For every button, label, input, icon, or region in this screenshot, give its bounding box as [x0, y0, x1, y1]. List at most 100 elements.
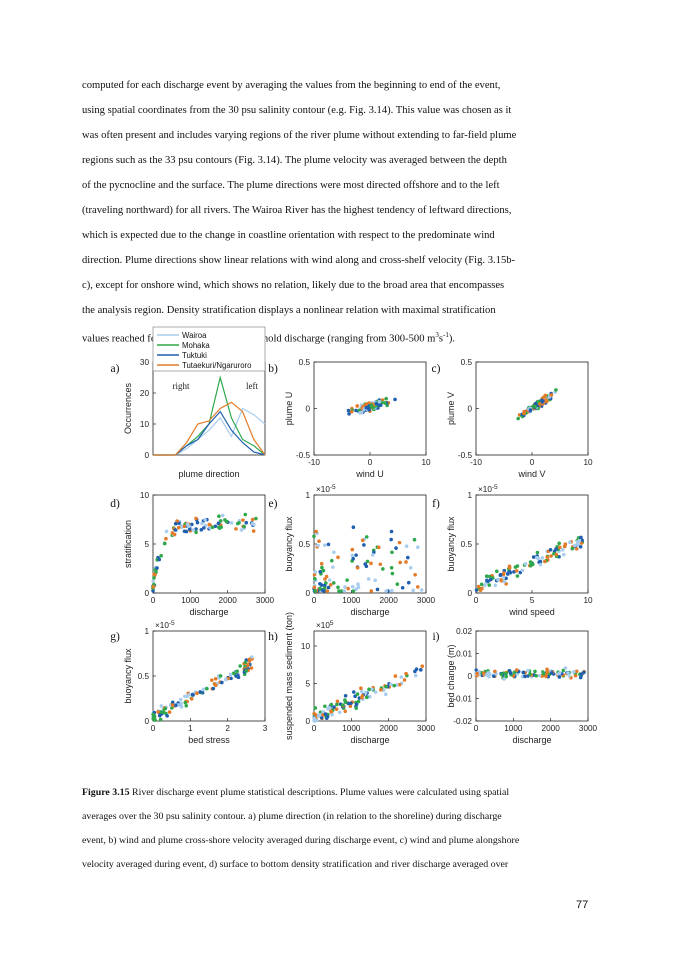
y-axis-label: Occurrences [123, 382, 133, 434]
scatter-point [419, 668, 423, 672]
scatter-point [528, 408, 533, 412]
x-tick-label: 0 [312, 724, 317, 733]
scatter-point [249, 655, 254, 659]
x-axis-label: wind speed [508, 607, 555, 617]
scatter-point [164, 536, 168, 541]
axis-multiplier: ×10-5 [478, 484, 498, 494]
scatter-point [165, 714, 169, 718]
scatter-point [346, 408, 351, 413]
panel-label: h) [268, 631, 278, 643]
scatter-point [313, 570, 318, 574]
scatter-point [217, 514, 221, 518]
scatter-point [557, 545, 562, 550]
scatter-point [487, 671, 492, 676]
scatter-point [579, 535, 583, 540]
scatter-point [498, 572, 503, 577]
x-tick-label: 0 [474, 596, 479, 605]
scatter-point [392, 683, 396, 688]
scatter-point [528, 672, 532, 676]
scatter-point [365, 559, 370, 564]
y-tick-label: 0 [467, 672, 472, 681]
body-line: using spatial coordinates from the 30 ps… [82, 105, 512, 116]
scatter-point [390, 571, 395, 576]
scatter-point [535, 550, 540, 555]
scatter-point [163, 706, 168, 711]
scatter-point [549, 554, 553, 558]
scatter-point [244, 520, 249, 525]
scatter-point [412, 537, 417, 542]
scatter-point [541, 671, 546, 676]
page-number: 77 [576, 899, 589, 911]
body-text: computed for each discharge event by ave… [82, 73, 594, 352]
scatter-point [535, 555, 539, 560]
scatter-point [346, 586, 350, 591]
scatter-point [574, 669, 579, 674]
x-axis-label: wind V [517, 469, 545, 479]
scatter-point [534, 673, 539, 678]
y-tick-label: 0 [467, 405, 472, 414]
x-tick-label: 10 [421, 458, 431, 467]
scatter-point [191, 528, 196, 532]
scatter-point [312, 585, 317, 590]
scatter-point [322, 589, 326, 593]
scatter-point [235, 669, 240, 674]
scatter-point [184, 703, 189, 708]
scatter-point [379, 688, 383, 692]
scatter-point [476, 584, 481, 589]
scatter-point [321, 568, 326, 573]
scatter-point [523, 562, 528, 566]
scatter-point [521, 670, 526, 675]
scatter-point [326, 707, 330, 711]
scatter-point [210, 525, 215, 530]
scatter-point [367, 687, 371, 692]
x-tick-label: -10 [470, 458, 482, 467]
scatter-point [198, 690, 202, 694]
scatter-point [182, 529, 187, 534]
x-tick-label: 1000 [181, 596, 200, 605]
scatter-point [235, 521, 240, 526]
scatter-point [214, 683, 218, 688]
scatter-point [167, 710, 172, 714]
scatter-point [354, 408, 358, 413]
scatter-point [501, 575, 506, 580]
caption-line: averages over the 30 psu salinity contou… [82, 811, 502, 822]
scatter-point [533, 401, 538, 406]
scatter-point [375, 587, 380, 592]
body-line: was often present and includes varying r… [82, 130, 517, 141]
panel-label: d) [110, 498, 120, 510]
x-tick-label: -10 [308, 458, 320, 467]
scatter-point [579, 672, 584, 676]
scatter-point [164, 529, 169, 534]
scatter-point [334, 707, 339, 711]
scatter-point [572, 670, 576, 674]
y-tick-label: 20 [140, 389, 150, 398]
scatter-point [327, 578, 332, 582]
scatter-point [213, 524, 218, 529]
scatter-point [373, 690, 378, 694]
scatter-point [325, 589, 330, 593]
scatter-point [231, 671, 236, 676]
scatter-point [370, 404, 374, 409]
scatter-point [355, 566, 360, 570]
panel-label: i) [432, 631, 439, 643]
scatter-point [389, 529, 394, 534]
scatter-point [399, 675, 404, 679]
scatter-point [560, 548, 565, 552]
scatter-point [512, 670, 517, 675]
scatter-point [364, 402, 369, 407]
scatter-point [492, 674, 496, 679]
scatter-point [322, 586, 327, 590]
scatter-point [356, 699, 361, 704]
scatter-point [354, 587, 358, 592]
scatter-point [345, 578, 349, 582]
scatter-point [252, 522, 256, 527]
scatter-point [242, 524, 246, 529]
scatter-point [354, 706, 358, 710]
scatter-point [540, 556, 545, 560]
axis-multiplier: ×105 [316, 620, 334, 630]
scatter-point [384, 684, 388, 689]
scatter-point [220, 513, 225, 518]
scatter-point [320, 565, 324, 570]
